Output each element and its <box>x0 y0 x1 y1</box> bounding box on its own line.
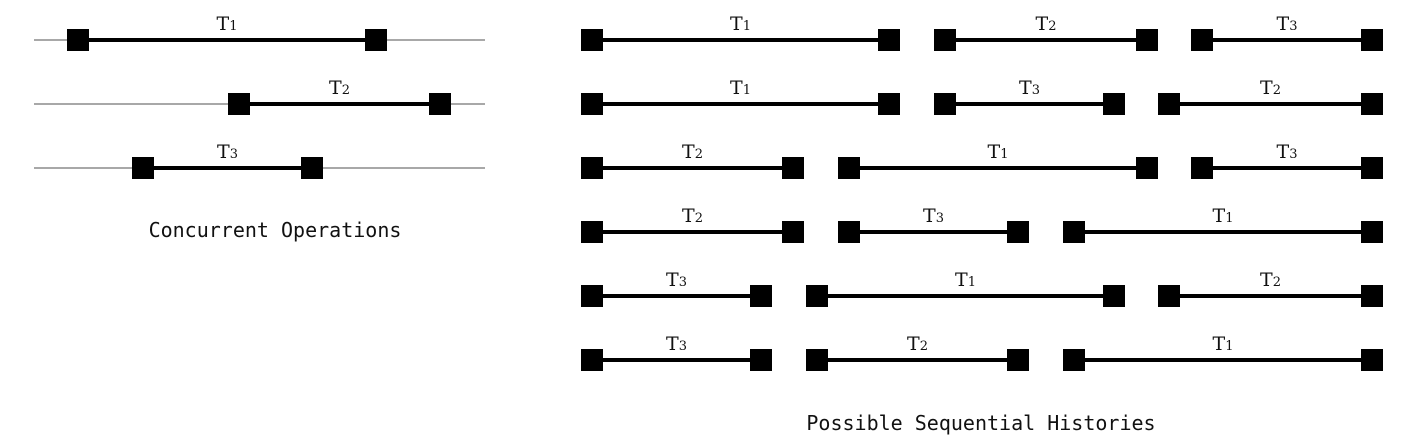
response-marker <box>429 93 451 115</box>
response-marker <box>301 157 323 179</box>
response-marker <box>750 285 772 307</box>
invocation-marker <box>228 93 250 115</box>
concurrent-op-T2: T2 <box>228 77 451 115</box>
invocation-marker <box>1191 157 1213 179</box>
sequential-op-T2: T2 <box>806 333 1029 371</box>
invocation-marker <box>806 285 828 307</box>
invocation-marker <box>581 349 603 371</box>
operation-label: T2 <box>329 77 350 99</box>
response-marker <box>782 157 804 179</box>
operation-label: T2 <box>1260 269 1281 291</box>
operation-label: T3 <box>923 205 944 227</box>
sequential-op-T1: T1 <box>806 269 1125 307</box>
operation-label: T2 <box>682 205 703 227</box>
response-marker <box>782 221 804 243</box>
response-marker <box>878 93 900 115</box>
invocation-marker <box>132 157 154 179</box>
operation-label: T3 <box>1019 77 1040 99</box>
history-row: T2 T1 T3 <box>581 141 1383 179</box>
sequential-op-T1: T1 <box>838 141 1158 179</box>
operation-label: T1 <box>730 77 751 99</box>
operation-label: T3 <box>666 333 687 355</box>
operation-label: T3 <box>666 269 687 291</box>
sequential-op-T2: T2 <box>581 141 804 179</box>
invocation-marker <box>581 157 603 179</box>
operation-label: T1 <box>1213 205 1234 227</box>
sequential-histories-caption: Possible Sequential Histories <box>806 411 1155 435</box>
history-row: T1 T3 T2 <box>581 77 1383 115</box>
invocation-marker <box>1063 349 1085 371</box>
sequential-op-T3: T3 <box>838 205 1029 243</box>
invocation-marker <box>838 157 860 179</box>
response-marker <box>1103 285 1125 307</box>
invocation-marker <box>806 349 828 371</box>
invocation-marker <box>581 93 603 115</box>
sequential-op-T1: T1 <box>1063 205 1383 243</box>
operation-label: T3 <box>1277 141 1298 163</box>
concurrent-op-T3: T3 <box>132 141 323 179</box>
sequential-op-T1: T1 <box>581 13 900 51</box>
response-marker <box>878 29 900 51</box>
operation-label: T2 <box>907 333 928 355</box>
invocation-marker <box>1158 93 1180 115</box>
operation-label: T2 <box>1260 77 1281 99</box>
concurrent-op-T1: T1 <box>67 13 387 51</box>
invocation-marker <box>581 221 603 243</box>
invocation-marker <box>1191 29 1213 51</box>
sequential-op-T3: T3 <box>1191 141 1383 179</box>
operation-label: T3 <box>217 141 238 163</box>
response-marker <box>750 349 772 371</box>
response-marker <box>1136 29 1158 51</box>
response-marker <box>1361 157 1383 179</box>
history-row: T1 T2 T3 <box>581 13 1383 51</box>
sequential-op-T3: T3 <box>934 77 1125 115</box>
sequential-op-T3: T3 <box>581 269 772 307</box>
invocation-marker <box>581 29 603 51</box>
response-marker <box>365 29 387 51</box>
operation-label: T1 <box>988 141 1009 163</box>
invocation-marker <box>934 93 956 115</box>
sequential-op-T2: T2 <box>934 13 1158 51</box>
history-row: T3 T2 T1 <box>581 333 1383 371</box>
concurrent-operations-caption: Concurrent Operations <box>149 218 402 242</box>
sequential-op-T3: T3 <box>1191 13 1383 51</box>
response-marker <box>1361 93 1383 115</box>
history-row: T3 T1 T2 <box>581 269 1383 307</box>
operation-label: T1 <box>217 13 238 35</box>
response-marker <box>1361 221 1383 243</box>
operation-label: T3 <box>1277 13 1298 35</box>
sequential-op-T1: T1 <box>1063 333 1383 371</box>
operation-label: T1 <box>955 269 976 291</box>
invocation-marker <box>1063 221 1085 243</box>
operation-label: T1 <box>1213 333 1234 355</box>
invocation-marker <box>581 285 603 307</box>
invocation-marker <box>1158 285 1180 307</box>
sequential-op-T1: T1 <box>581 77 900 115</box>
operation-label: T1 <box>730 13 751 35</box>
response-marker <box>1361 29 1383 51</box>
operation-label: T2 <box>682 141 703 163</box>
invocation-marker <box>838 221 860 243</box>
response-marker <box>1361 349 1383 371</box>
sequential-op-T2: T2 <box>1158 269 1383 307</box>
response-marker <box>1136 157 1158 179</box>
invocation-marker <box>67 29 89 51</box>
response-marker <box>1007 349 1029 371</box>
sequential-op-T2: T2 <box>1158 77 1383 115</box>
operation-label: T2 <box>1036 13 1057 35</box>
response-marker <box>1103 93 1125 115</box>
response-marker <box>1007 221 1029 243</box>
history-row: T2 T3 T1 <box>581 205 1383 243</box>
response-marker <box>1361 285 1383 307</box>
sequential-op-T3: T3 <box>581 333 772 371</box>
sequential-op-T2: T2 <box>581 205 804 243</box>
invocation-marker <box>934 29 956 51</box>
